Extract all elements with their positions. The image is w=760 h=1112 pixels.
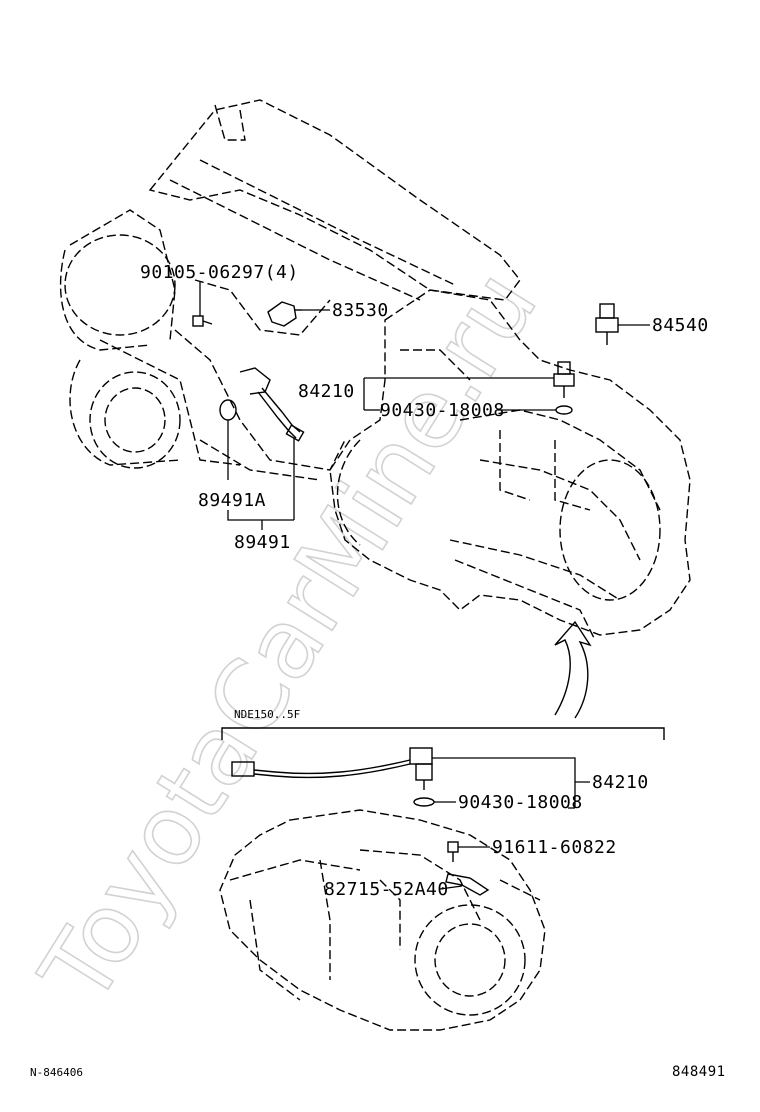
callout-switch-83530: 83530 xyxy=(332,300,389,321)
oring-89491a-icon xyxy=(219,399,237,421)
footer-left-code: N-846406 xyxy=(30,1066,83,1079)
speed-sensor-84210-bottom-icon xyxy=(231,747,433,790)
location-arrow xyxy=(554,620,592,719)
callout-oring-89491a: 89491A xyxy=(198,490,266,511)
gasket-icon-bottom xyxy=(413,797,435,807)
variant-label: NDE150..5F xyxy=(234,708,300,721)
oxygen-sensor-89491-icon xyxy=(239,367,305,442)
bolt-90105-icon xyxy=(192,315,213,327)
callout-gasket-bottom: 90430-18008 xyxy=(458,792,583,813)
callout-gasket-top: 90430-18008 xyxy=(380,400,505,421)
transaxle-outline xyxy=(329,289,691,641)
switch-83530-icon xyxy=(267,301,302,327)
gasket-icon-top xyxy=(555,405,573,415)
sensor-84540-icon xyxy=(595,303,619,345)
callout-sensor-84210-top: 84210 xyxy=(298,381,355,402)
callout-sensor-84540: 84540 xyxy=(652,315,709,336)
manual-transaxle-outline xyxy=(219,809,546,1031)
callout-bracket-82715: 82715-52A40 xyxy=(324,879,449,900)
speed-sensor-84210-icon xyxy=(553,361,575,398)
callout-sensor-89491: 89491 xyxy=(234,532,291,553)
bolt-91611-icon xyxy=(447,841,459,862)
watermark-text: ToyotaCarMine.ru xyxy=(19,252,559,1023)
callout-bolt-91611: 91611-60822 xyxy=(492,837,617,858)
footer-right-code: 848491 xyxy=(672,1064,726,1080)
bracket-82715-icon xyxy=(445,873,490,896)
callout-bolt-90105: 90105-06297(4) xyxy=(140,262,299,283)
callout-sensor-84210-bottom: 84210 xyxy=(592,772,649,793)
variant-bracket xyxy=(221,727,665,740)
